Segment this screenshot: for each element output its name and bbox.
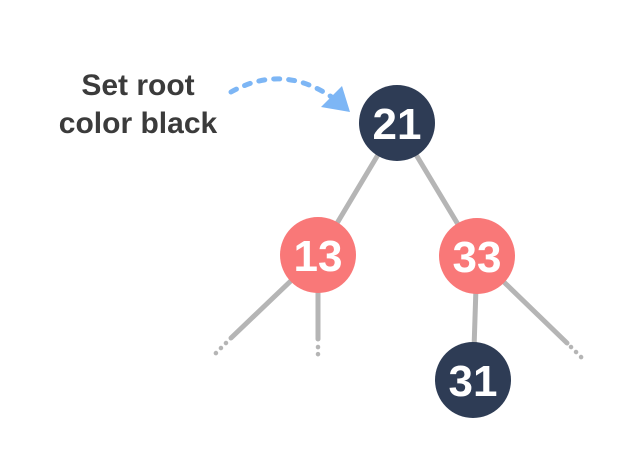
node-21: 21 xyxy=(359,85,435,161)
curved-dashed-arrow-icon xyxy=(228,76,350,112)
node-13-circle xyxy=(280,217,356,293)
node-33: 33 xyxy=(439,218,515,294)
arrow-curve xyxy=(228,76,336,101)
node-21-circle xyxy=(359,85,435,161)
node-31: 31 xyxy=(435,342,511,418)
node-13: 13 xyxy=(280,217,356,293)
subtree-ellipses xyxy=(210,340,587,364)
node-33-label: 33 xyxy=(453,233,502,282)
ellipsis-right-icon xyxy=(568,344,587,363)
node-33-circle xyxy=(439,218,515,294)
annotation-line-1: Set root xyxy=(81,69,194,102)
node-13-label: 13 xyxy=(294,232,343,281)
tree-nodes: 21 13 33 31 xyxy=(280,85,515,418)
node-21-label: 21 xyxy=(373,100,422,149)
annotation-text: Set root color black xyxy=(59,69,218,140)
ellipsis-left-icon xyxy=(210,340,229,359)
arrow-head xyxy=(321,86,350,112)
node-31-label: 31 xyxy=(449,357,498,406)
node-31-circle xyxy=(435,342,511,418)
annotation-line-2: color black xyxy=(59,107,218,140)
